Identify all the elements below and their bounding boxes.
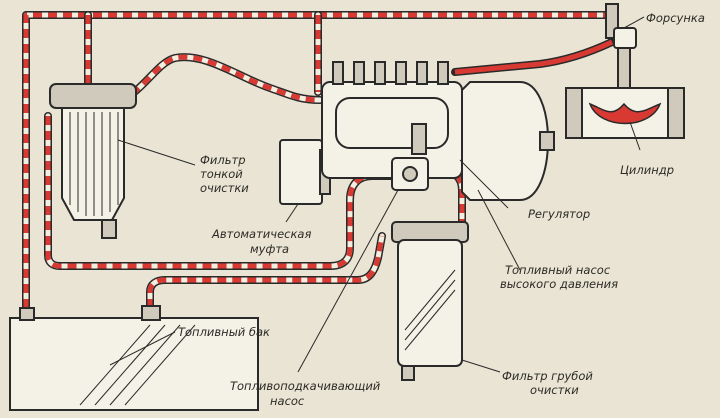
- label-coarse-filter-2: очистки: [530, 383, 579, 397]
- combustion-chamber: [588, 102, 662, 125]
- label-auto-coupling-2: муфта: [250, 242, 289, 256]
- label-fuel-tank: Топливный бак: [178, 325, 270, 339]
- fuel-lines: [22, 11, 616, 312]
- coarse-filter: [391, 221, 469, 381]
- label-priming-pump-1: Топливоподкачивающий: [230, 379, 381, 393]
- fuel-tank-hatching: [79, 324, 196, 406]
- pump-outlet-fittings: [332, 61, 449, 85]
- injector: [605, 3, 637, 109]
- leader-lines: [109, 16, 645, 373]
- high-pressure-pump: [321, 61, 463, 179]
- label-hp-pump-1: Топливный насос: [505, 263, 611, 277]
- fuel-tank: [9, 305, 259, 411]
- label-fine-filter-1: Фильтр: [200, 153, 246, 167]
- label-injector: Форсунка: [646, 11, 705, 25]
- regulator: [461, 81, 555, 201]
- labels: Форсунка Фильтр тонкой очистки Цилиндр А…: [178, 11, 705, 408]
- fine-filter-pleats: [69, 112, 119, 216]
- fine-filter: [49, 83, 137, 239]
- label-fine-filter-3: очистки: [200, 181, 249, 195]
- label-auto-coupling-1: Автоматическая: [211, 227, 311, 241]
- label-regulator: Регулятор: [528, 207, 590, 221]
- label-hp-pump-2: высокого давления: [500, 277, 618, 291]
- label-fine-filter-2: тонкой: [200, 167, 243, 181]
- label-coarse-filter-1: Фильтр грубой: [502, 369, 593, 383]
- label-cylinder: Цилиндр: [620, 163, 674, 177]
- label-priming-pump-2: насос: [270, 394, 305, 408]
- cylinder: [565, 87, 685, 139]
- priming-pump: [391, 157, 429, 191]
- coarse-filter-hatching: [404, 269, 456, 351]
